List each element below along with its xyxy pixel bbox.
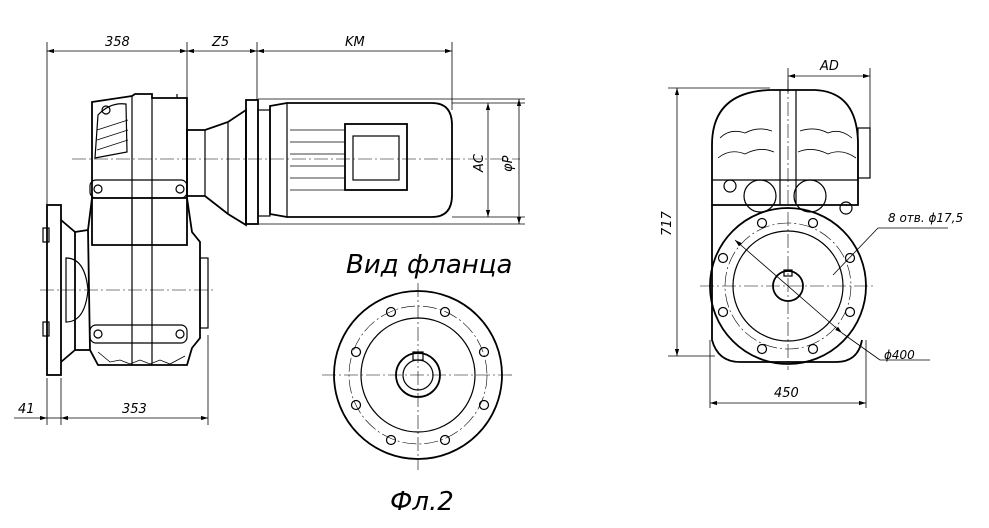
front-bolt-holes <box>717 217 856 355</box>
adapter <box>186 108 247 227</box>
dim-ac-label: AC <box>472 153 487 173</box>
height-dimensions: AC φP <box>258 98 525 225</box>
motor-body <box>269 102 453 218</box>
diameter-note: ϕ400 <box>884 348 915 362</box>
front-housing <box>711 80 871 370</box>
dim-p-label: φP <box>501 155 516 172</box>
holes-note: 8 отв. ϕ17,5 <box>888 211 963 225</box>
dim-ad-label: AD <box>819 59 839 74</box>
ad-dimension: AD <box>787 59 871 130</box>
motor-flange <box>245 99 271 225</box>
dim-km-label: KM <box>345 35 365 50</box>
bottom-dimensions: 41 353 <box>14 335 209 425</box>
flange-caption: Фл.2 <box>390 487 454 517</box>
dim-717-label: 717 <box>660 210 675 236</box>
gearbox-lower <box>87 197 209 366</box>
front-flange <box>700 207 948 365</box>
top-dimensions: 358 Z5 KM <box>46 35 453 205</box>
output-flange <box>40 204 215 376</box>
dim-353-label: 353 <box>122 402 147 417</box>
side-view: 358 Z5 KM <box>14 35 525 425</box>
height-717-dimension: 717 <box>660 87 770 357</box>
flange-bolt-holes <box>350 306 490 446</box>
dim-450-label: 450 <box>774 386 799 401</box>
flange-view: Вид фланца Фл.2 <box>322 250 512 517</box>
dim-358-label: 358 <box>105 35 130 50</box>
flange-view-title: Вид фланца <box>346 250 512 280</box>
front-view: AD 717 <box>660 59 963 408</box>
dim-41-label: 41 <box>18 402 35 417</box>
dim-z5-label: Z5 <box>211 35 229 50</box>
width-450-dimension: 450 <box>709 340 867 408</box>
